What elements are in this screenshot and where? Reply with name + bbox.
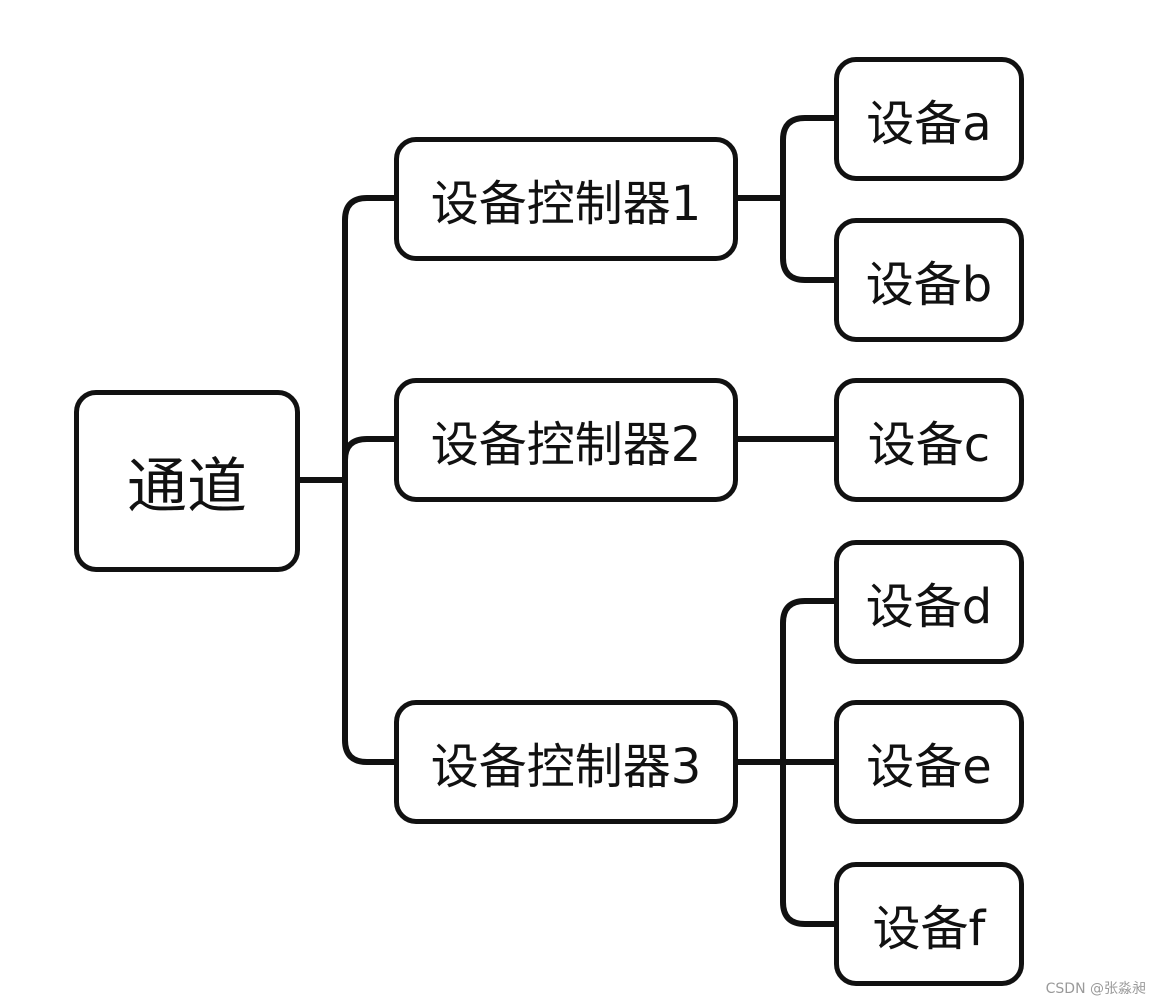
- edge-controller-3-to-device-d: [780, 598, 837, 765]
- root-node-channel: 通道: [74, 390, 300, 572]
- edge-controller-1-to-device-a: [780, 115, 837, 201]
- device-node-label: 设备b: [865, 257, 993, 313]
- device-node-label: 设备c: [867, 417, 991, 473]
- device-node-label: 设备f: [872, 901, 986, 957]
- device-node-label: 设备e: [866, 739, 992, 795]
- edge-root-to-controller-2: [342, 436, 397, 463]
- edge-root-to-controller-1: [342, 195, 397, 483]
- root-node-label: 通道: [127, 451, 247, 522]
- edge-controller-3-to-device-f: [780, 759, 837, 927]
- controller-node-1: 设备控制器1: [394, 137, 738, 261]
- device-node-label: 设备a: [866, 96, 992, 152]
- device-node-f: 设备f: [834, 862, 1024, 986]
- device-node-a: 设备a: [834, 57, 1024, 181]
- device-node-b: 设备b: [834, 218, 1024, 342]
- edge-root-to-controller-3: [342, 477, 397, 765]
- watermark-text: CSDN @张淼昶: [1045, 981, 1146, 997]
- edge-controller-1-to-device-b: [780, 195, 837, 283]
- controller-node-3: 设备控制器3: [394, 700, 738, 824]
- controller-node-2: 设备控制器2: [394, 378, 738, 502]
- device-node-e: 设备e: [834, 700, 1024, 824]
- device-node-label: 设备d: [865, 579, 993, 635]
- controller-node-label: 设备控制器3: [430, 739, 702, 795]
- controller-node-label: 设备控制器2: [430, 417, 702, 473]
- device-node-d: 设备d: [834, 540, 1024, 664]
- device-node-c: 设备c: [834, 378, 1024, 502]
- controller-node-label: 设备控制器1: [430, 176, 702, 232]
